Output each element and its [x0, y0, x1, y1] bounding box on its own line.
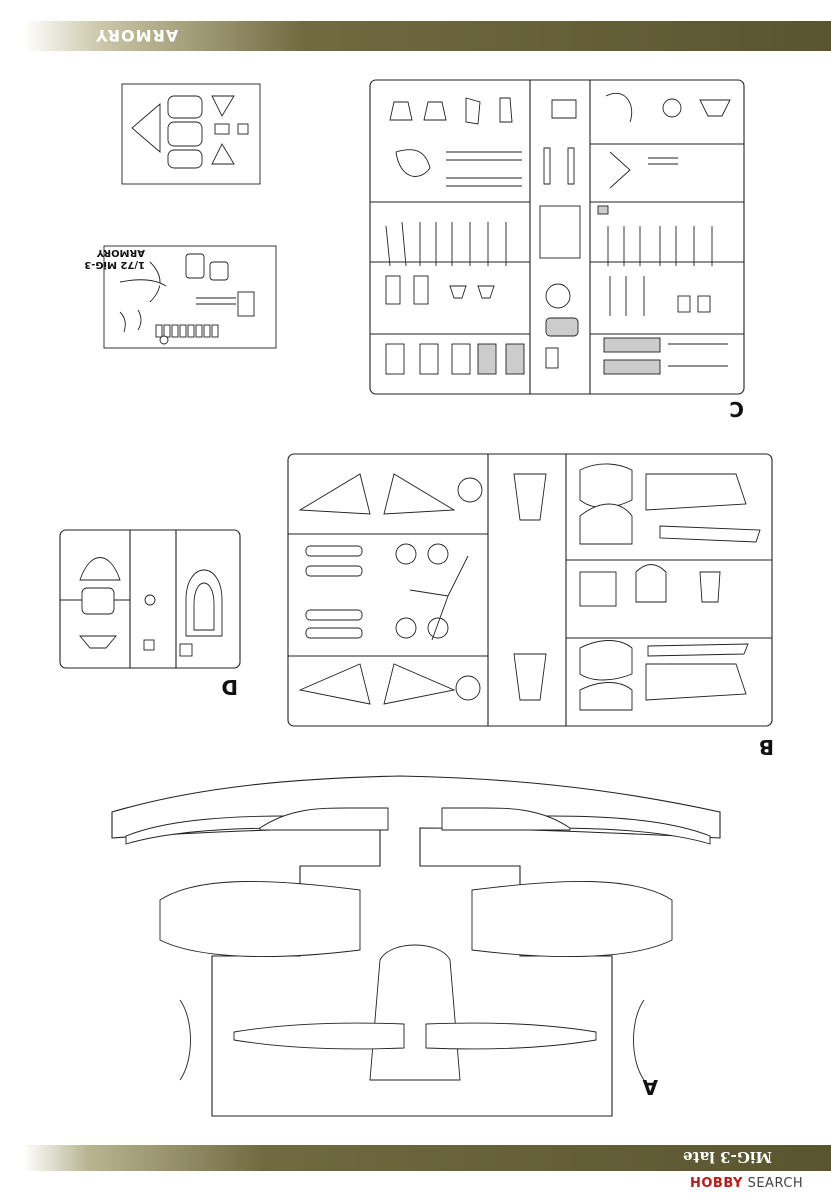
sprue-letter-a: A	[642, 1075, 658, 1099]
top-header-bar: ARMORY	[23, 21, 831, 51]
watermark-prefix: HOBBY	[690, 1176, 743, 1191]
watermark: HOBBY SEARCH	[690, 1176, 803, 1191]
sprue-letter-d: D	[221, 675, 238, 699]
canopy-mask-sheet	[121, 83, 261, 185]
sprue-letter-c: C	[729, 397, 744, 421]
sprue-letter-b: B	[759, 735, 774, 759]
watermark-suffix: SEARCH	[747, 1176, 804, 1191]
photoetch-scale-label: 1/72 MiG-3	[84, 259, 145, 270]
sprue-a	[111, 775, 721, 1117]
sprue-c	[369, 79, 745, 395]
sprue-d	[59, 529, 241, 669]
bottom-title-bar: MiG-3 late	[23, 1145, 831, 1171]
photoetch-fret	[103, 245, 277, 349]
photoetch-brand: ARMORY	[96, 247, 145, 258]
sprue-b	[287, 453, 773, 727]
model-title: MiG-3 late	[683, 1148, 773, 1166]
